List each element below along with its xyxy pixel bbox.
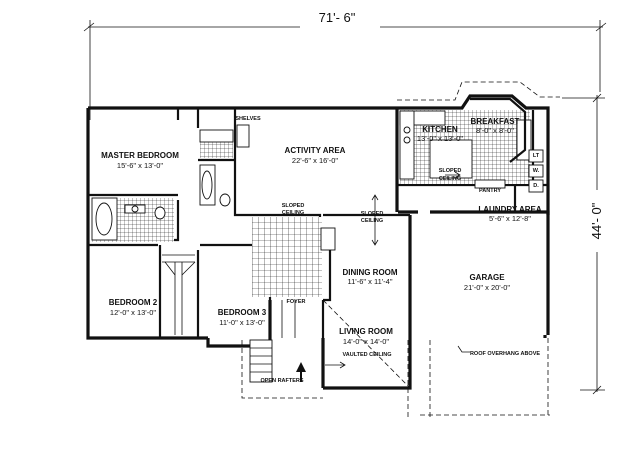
foyer-note: FOYER (287, 299, 306, 305)
garage-name: GARAGE (469, 273, 505, 282)
overall-depth-label: 44'- 0" (589, 202, 604, 239)
fireplace (236, 124, 250, 148)
bedroom2-name: BEDROOM 2 (109, 298, 158, 307)
kitchen-size: 13'-0" x 13'-0" (417, 134, 463, 143)
living-room-name: LIVING ROOM (339, 327, 393, 336)
exterior-walls (86, 94, 550, 390)
master-bedroom-size: 15'-6" x 13'-0" (117, 161, 163, 170)
dining-hutch (320, 227, 336, 251)
garage-size: 21'-0" x 20'-0" (464, 283, 510, 292)
kitchen-sloped-ceiling-line1: SLOPED (439, 168, 462, 174)
breakfast-bay (470, 97, 527, 163)
dining-room-size: 11'-6" x 11'-4" (347, 277, 392, 286)
roof-overhang-leader (457, 345, 470, 353)
washer-note: W. (533, 168, 540, 174)
bedroom3-name: BEDROOM 3 (218, 308, 267, 317)
activity-tile-floor (252, 217, 322, 297)
bedroom2-size: 12'-0" x 13'-0" (110, 308, 156, 317)
width-dimension: 71'- 6" (83, 10, 607, 120)
vaulted-ceiling-note: VAULTED CEILING (343, 352, 392, 358)
depth-dimension: 44'- 0" (562, 93, 607, 395)
breakfast-name: BREAKFAST (471, 117, 520, 126)
kitchen-counters (399, 110, 532, 189)
bedroom-closets (162, 254, 196, 335)
laundry-size: 5'-6" x 12'-8" (489, 214, 531, 223)
breakfast-size: 8'-0" x 8'-0" (476, 126, 514, 135)
dining-room-name: DINING ROOM (342, 268, 397, 277)
bedroom3-size: 11'-0" x 13'-0" (219, 318, 265, 327)
front-entry (241, 300, 323, 399)
activity-area-name: ACTIVITY AREA (285, 146, 346, 155)
kitchen-sloped-ceiling-line2: CEILING (439, 176, 461, 182)
laundry-appliances (528, 149, 544, 193)
laundry-name: LAUNDRY AREA (478, 205, 541, 214)
roof-outline (397, 81, 560, 101)
pantry-note: PANTRY (479, 188, 501, 194)
activity-sloped-ceiling-line2: CEILING (282, 210, 304, 216)
bath-fixtures (91, 129, 234, 241)
kitchen-name: KITCHEN (422, 125, 458, 134)
activity-area-size: 22'-6" x 16'-0" (292, 156, 338, 165)
overall-width-label: 71'- 6" (319, 10, 356, 25)
dining-sloped-ceiling-line2: CEILING (361, 218, 383, 224)
shelves-note: SHELVES (235, 116, 261, 122)
activity-sloped-ceiling-line1: SLOPED (282, 203, 305, 209)
dining-sloped-ceiling-line1: SLOPED (361, 211, 384, 217)
roof-overhang-note: ROOF OVERHANG ABOVE (470, 351, 540, 357)
open-rafters-note: OPEN RAFTERS (260, 378, 303, 384)
dryer-note: D. (533, 183, 539, 189)
living-room-size: 14'-0" x 14'-0" (343, 337, 389, 346)
ceiling-arrows (322, 171, 461, 389)
lt-note: LT (533, 153, 540, 159)
master-bedroom-name: MASTER BEDROOM (101, 151, 179, 160)
roof-overhang-outline (407, 338, 550, 420)
